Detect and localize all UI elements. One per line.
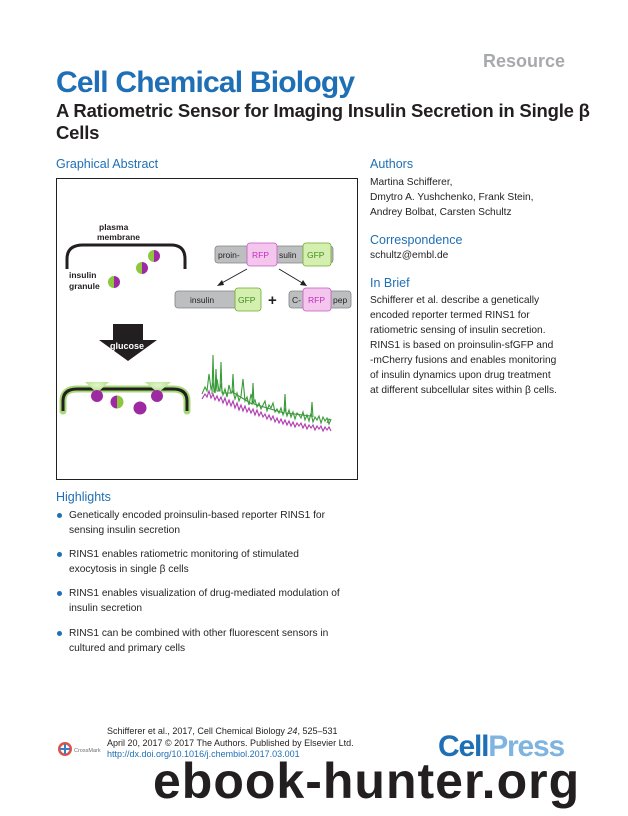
fused-granule — [133, 401, 147, 415]
plus-sign: + — [268, 292, 277, 309]
cell-press-logo: CellPress — [438, 730, 565, 764]
citation-line: Schifferer et al., 2017, Cell Chemical B… — [107, 726, 354, 738]
in-brief-heading: In Brief — [370, 276, 410, 290]
highlight-line: exocytosis in single β cells — [69, 564, 189, 575]
highlight-item: RINS1 can be combined with other fluores… — [56, 626, 366, 656]
green-trace-tail — [326, 418, 332, 424]
insulin-granule — [148, 250, 160, 262]
proin-label: proin- — [218, 250, 240, 260]
highlight-item: RINS1 enables visualization of drug-medi… — [56, 586, 366, 616]
release-glow — [85, 382, 109, 393]
highlight-line: sensing insulin secretion — [69, 525, 180, 536]
insulin-product-label: insulin — [190, 295, 214, 305]
glucose-arrow-shaft — [113, 324, 143, 342]
highlight-line: RINS1 enables ratiometric monitoring of … — [69, 549, 299, 560]
insulin-granule — [108, 276, 120, 288]
graphical-abstract-svg: plasma membrane insulin granule proin- R… — [59, 222, 352, 433]
insulin-label: insulin — [69, 270, 96, 280]
gfp-tag — [234, 287, 262, 312]
in-brief-line: ratiometric sensing of insulin secretion… — [370, 325, 546, 336]
in-brief-line: -mCherry fusions and enables monitoring — [370, 355, 557, 366]
glucose-label: glucose — [110, 341, 144, 351]
graphical-abstract-heading: Graphical Abstract — [56, 157, 159, 171]
green-trace-spikes — [211, 354, 314, 418]
arrowhead-icon — [217, 280, 224, 286]
author-line: Dmytro A. Yushchenko, Frank Stein, — [370, 192, 534, 203]
citation-footer: Schifferer et al., 2017, Cell Chemical B… — [107, 726, 354, 761]
gfp-label: GFP — [238, 295, 256, 305]
pep-label: pep — [333, 295, 347, 305]
doi-link[interactable]: http://dx.doi.org/10.1016/j.chembiol.201… — [107, 749, 300, 759]
highlights-heading: Highlights — [56, 490, 111, 504]
resource-label: Resource — [482, 51, 565, 71]
bullet-icon — [57, 513, 62, 518]
watermark: ebook-hunter.org — [153, 753, 581, 809]
highlight-line: insulin secretion — [69, 603, 143, 614]
gfp-label: GFP — [307, 250, 325, 260]
article-title: A Ratiometric Sensor for Imaging Insulin… — [56, 100, 590, 143]
highlight-line: Genetically encoded proinsulin-based rep… — [69, 510, 325, 521]
green-trace — [201, 373, 332, 426]
in-brief-line: encoded reporter termed RINS1 for — [370, 310, 530, 321]
insulin-granule — [110, 395, 124, 409]
rfp-tag — [302, 287, 332, 312]
sulin-label: sulin — [279, 250, 297, 260]
in-brief-line: RINS1 is based on proinsulin-sfGFP and — [370, 340, 554, 351]
crossmark-icon[interactable]: CrossMark — [57, 739, 105, 759]
in-brief-text: Schifferer et al. describe a genetically… — [370, 293, 557, 398]
granule-label: granule — [69, 281, 100, 291]
citation-pages: , 525–531 — [297, 726, 338, 736]
in-brief-line: Schifferer et al. describe a genetically — [370, 295, 540, 306]
gfp-tag — [302, 242, 332, 267]
bullet-icon — [57, 552, 62, 557]
c-label: C- — [292, 295, 301, 305]
membrane-label: membrane — [97, 232, 140, 242]
plasma-label: plasma — [99, 222, 129, 232]
in-brief-line: at different subcellular sites within β … — [370, 385, 557, 396]
highlight-item: Genetically encoded proinsulin-based rep… — [56, 508, 366, 538]
logo-cell: Cell — [438, 730, 489, 763]
bullet-icon — [57, 631, 62, 636]
fused-granule — [91, 390, 103, 402]
cleavage-arrow-right — [278, 268, 305, 285]
magenta-trace — [201, 389, 332, 433]
correspondence-email[interactable]: schultz@embl.de — [370, 250, 449, 261]
arrowhead-icon — [300, 280, 307, 286]
highlight-line: cultured and primary cells — [69, 643, 186, 654]
in-brief-line: of insulin dynamics upon drug treatment — [370, 370, 551, 381]
logo-press: Press — [488, 730, 565, 763]
rfp-tag — [246, 242, 278, 267]
correspondence-heading: Correspondence — [370, 233, 463, 247]
copyright-line: April 20, 2017 © 2017 The Authors. Publi… — [107, 737, 354, 748]
citation-volume: 24 — [287, 726, 298, 736]
authors-list: Martina Schifferer, Dmytro A. Yushchenko… — [370, 175, 533, 220]
highlight-line: RINS1 can be combined with other fluores… — [69, 628, 329, 639]
author-line: Martina Schifferer, — [370, 177, 453, 188]
highlight-item: RINS1 enables ratiometric monitoring of … — [56, 547, 366, 577]
graphical-abstract-figure: plasma membrane insulin granule proin- R… — [56, 178, 358, 480]
release-glow — [145, 382, 171, 393]
author-line: Andrey Bolbat, Carsten Schultz — [370, 207, 512, 218]
citation-text: Schifferer et al., 2017, Cell Chemical B… — [107, 726, 288, 736]
rfp-label: RFP — [308, 295, 325, 305]
bullet-icon — [57, 591, 62, 596]
plasma-membrane-bottom — [61, 387, 189, 411]
crossmark-label: CrossMark — [74, 748, 101, 754]
highlight-line: RINS1 enables visualization of drug-medi… — [69, 588, 340, 599]
rfp-label: RFP — [252, 250, 269, 260]
glucose-arrow-head — [99, 340, 157, 361]
insulin-granule — [136, 262, 148, 274]
fused-granule — [151, 390, 163, 402]
journal-title: Cell Chemical Biology — [56, 66, 355, 99]
cleavage-arrow-left — [219, 268, 248, 285]
membrane-glow — [59, 385, 191, 415]
plasma-membrane-top — [65, 243, 187, 269]
authors-heading: Authors — [370, 157, 414, 171]
